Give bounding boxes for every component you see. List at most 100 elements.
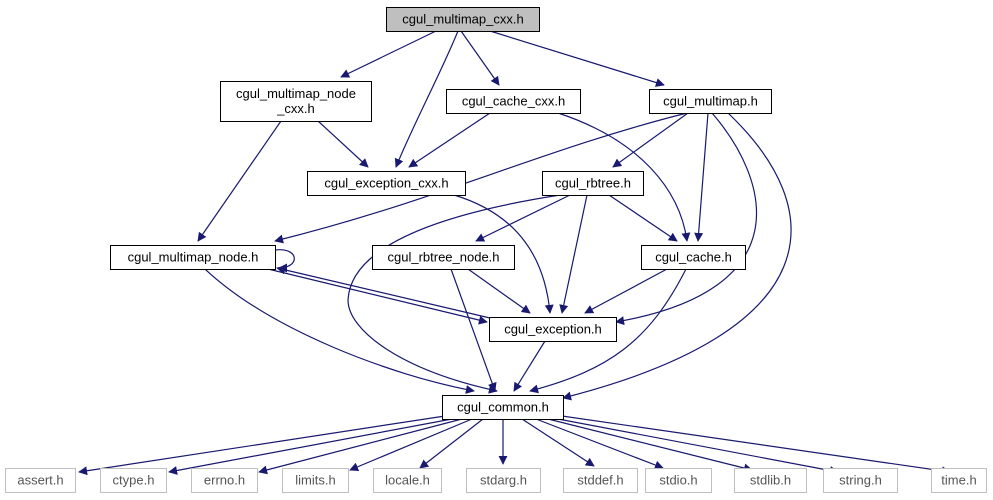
node-box — [931, 468, 987, 493]
edge-root-to-cache-cxx — [460, 30, 500, 86]
node-box — [542, 171, 644, 196]
edge-multimap-to-exception — [615, 112, 757, 326]
edge-rbtree-to-rbtree-node — [475, 194, 571, 242]
edge-cache-cxx-to-cache — [557, 112, 691, 242]
node-label: cgul_multimap_cxx.h — [402, 12, 523, 27]
node-rbtree-node[interactable]: cgul_rbtree_node.h — [372, 245, 515, 270]
node-time: time.h — [931, 468, 987, 493]
node-label: cgul_cache.h — [655, 250, 732, 265]
edge-multimap-to-cache — [694, 112, 709, 242]
node-multimap[interactable]: cgul_multimap.h — [649, 89, 772, 114]
edge-mm-node-to-mm-node — [274, 249, 295, 273]
edge-exc-cxx-to-exception — [453, 194, 554, 314]
node-box — [372, 245, 515, 270]
node-box — [489, 317, 617, 342]
node-box — [307, 171, 466, 196]
edge-root-to-multimap — [489, 30, 665, 87]
node-box — [649, 89, 772, 114]
node-box — [100, 468, 167, 493]
edge-exception-to-common — [513, 340, 546, 392]
edge-mm-node-to-common — [204, 268, 475, 394]
edge-multimap-to-mm-node — [274, 112, 688, 244]
node-root[interactable]: cgul_multimap_cxx.h — [386, 7, 540, 32]
node-exc-cxx[interactable]: cgul_exception_cxx.h — [307, 171, 466, 196]
node-label: time.h — [941, 473, 976, 488]
edge-common-to-time — [561, 415, 951, 476]
node-box — [442, 395, 564, 420]
edge-rbtree-to-exception — [559, 194, 588, 314]
node-box — [563, 468, 638, 493]
nodes: cgul_multimap_cxx.h cgul_multimap_node_cx… — [5, 7, 987, 493]
node-label: locale.h — [385, 473, 430, 488]
node-box — [645, 468, 712, 493]
node-box — [641, 245, 746, 270]
node-box — [373, 468, 442, 493]
node-label: assert.h — [17, 473, 63, 488]
node-mm-node[interactable]: cgul_multimap_node.h — [110, 245, 276, 270]
node-label: cgul_exception.h — [504, 322, 602, 337]
node-string: string.h — [823, 468, 898, 493]
edge-rbtree-to-common — [347, 194, 561, 394]
node-cache-cxx[interactable]: cgul_cache_cxx.h — [446, 89, 581, 114]
node-stdarg: stdarg.h — [466, 468, 541, 493]
edge-cache-to-exception — [584, 268, 668, 314]
edges — [78, 30, 951, 476]
node-label: stddef.h — [577, 473, 623, 488]
edge-rbtree-node-to-common — [450, 268, 497, 392]
node-box — [466, 468, 541, 493]
node-errno: errno.h — [191, 468, 258, 493]
node-label: errno.h — [204, 473, 245, 488]
edge-cache-to-common — [529, 268, 687, 394]
edge-multimap-to-rbtree — [612, 112, 689, 168]
edge-mm-node-cxx-to-mm-node — [197, 120, 282, 242]
node-mm-node-cxx[interactable]: cgul_multimap_node_cxx.h — [220, 81, 372, 122]
node-box — [110, 245, 276, 270]
node-stddef: stddef.h — [563, 468, 638, 493]
node-ctype: ctype.h — [100, 468, 167, 493]
edge-common-to-stddef — [521, 418, 595, 467]
edge-multimap-to-common — [562, 112, 792, 401]
node-box — [191, 468, 258, 493]
edge-rbtree-to-cache — [608, 194, 678, 242]
node-label: cgul_exception_cxx.h — [324, 176, 448, 191]
node-label: stdarg.h — [480, 473, 527, 488]
edge-common-to-locale — [419, 418, 484, 469]
node-rbtree[interactable]: cgul_rbtree.h — [542, 171, 644, 196]
node-label: cgul_rbtree.h — [555, 176, 631, 191]
node-box — [823, 468, 898, 493]
node-box — [386, 7, 540, 32]
node-locale: locale.h — [373, 468, 442, 493]
node-label: ctype.h — [113, 473, 155, 488]
edge-rbtree-node-to-exception — [467, 268, 531, 314]
node-label: limits.h — [295, 473, 335, 488]
node-cache[interactable]: cgul_cache.h — [641, 245, 746, 270]
node-label: stdlib.h — [750, 473, 791, 488]
node-label: stdio.h — [659, 473, 697, 488]
node-assert: assert.h — [5, 468, 76, 493]
node-common[interactable]: cgul_common.h — [442, 395, 564, 420]
node-stdio: stdio.h — [645, 468, 712, 493]
edge-exception-to-mm-node — [276, 265, 491, 319]
edge-common-to-stdlib — [547, 418, 753, 473]
edge-mm-node-to-exception — [267, 268, 488, 325]
edge-common-to-stdio — [535, 418, 664, 470]
edge-common-to-limits — [349, 418, 473, 472]
node-stdlib: stdlib.h — [734, 468, 807, 493]
node-box — [5, 468, 76, 493]
node-box — [220, 81, 372, 122]
edge-cache-cxx-to-exc-cxx — [408, 112, 491, 168]
node-label: cgul_multimap.h — [663, 94, 758, 109]
node-box — [734, 468, 807, 493]
node-exception[interactable]: cgul_exception.h — [489, 317, 617, 342]
node-limits: limits.h — [282, 468, 349, 493]
edge-root-to-exc-cxx — [394, 30, 459, 168]
node-label: cgul_common.h — [457, 400, 549, 415]
edge-root-to-mm-node-cxx — [340, 30, 437, 78]
node-label: cgul_multimap_node.h — [128, 250, 259, 265]
node-label: cgul_rbtree_node.h — [387, 250, 499, 265]
node-label: _cxx.h — [276, 101, 315, 116]
node-label: cgul_multimap_node — [236, 86, 356, 101]
edge-common-to-string — [557, 418, 839, 475]
edge-mm-node-cxx-to-exc-cxx — [317, 120, 369, 168]
